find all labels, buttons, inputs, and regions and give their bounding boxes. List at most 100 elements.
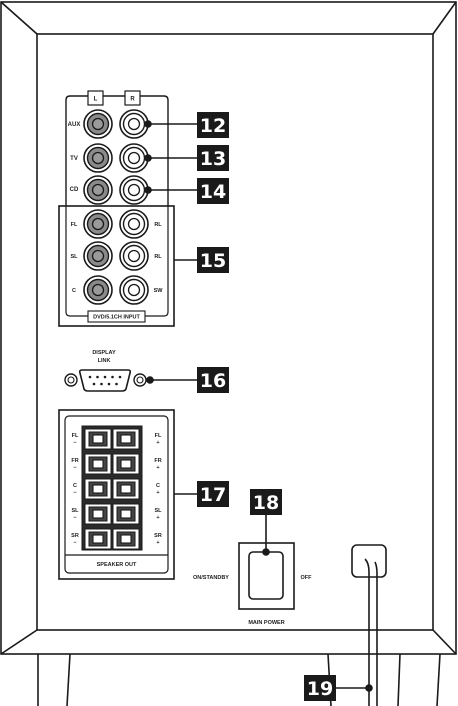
display-link-shell — [78, 369, 132, 392]
main-power-switch: ON/STANDBY OFF MAIN POWER — [193, 542, 313, 626]
spk-right-label-c: C — [156, 483, 160, 489]
cabinet-legs — [37, 653, 441, 706]
spk-right-plus-fl: + — [156, 440, 159, 446]
callout-13: 13 — [197, 145, 229, 171]
spk-terminal-fl-minus — [84, 428, 112, 450]
row-label-sw: SW — [154, 288, 164, 294]
display-link-label-line2: LINK — [98, 358, 111, 364]
speaker-panel-inner — [64, 415, 169, 574]
spk-terminal-fl-plus — [112, 428, 140, 450]
callout-14: 14 — [197, 178, 229, 204]
display-link-right-screw — [133, 373, 147, 387]
leg-mid-right — [397, 653, 401, 706]
cabinet-outer-frame — [0, 1, 457, 655]
cabinet-inner-panel — [36, 33, 434, 631]
main-power-caption: MAIN POWER — [248, 620, 284, 626]
row-label-cd: CD — [70, 187, 79, 193]
cd-right-jack — [119, 175, 149, 205]
channel-label-r: R — [130, 97, 135, 103]
spk-left-label-sr: SR — [71, 533, 79, 539]
callout-15: 15 — [197, 247, 229, 273]
channel-label-box-r — [124, 90, 141, 106]
display-link-left-screw — [64, 373, 78, 387]
display-link-connector: DISPLAY LINK — [64, 350, 147, 392]
row-label-rl-2: RL — [154, 254, 162, 260]
spk-left-minus-c: − — [73, 490, 76, 496]
callout-label-18: 18 — [253, 492, 279, 514]
bevel-bottom-right — [432, 629, 457, 655]
surround-panel-inner-outline — [65, 206, 169, 317]
tv-right-jack — [119, 143, 149, 173]
rl-jack-1 — [119, 209, 149, 239]
spk-terminal-sr-plus — [112, 528, 140, 550]
aux-left-jack — [83, 109, 113, 139]
spk-right-label-sl: SL — [154, 508, 162, 514]
rl-jack-2 — [119, 241, 149, 271]
row-label-tv: TV — [70, 156, 78, 162]
callout-label-16: 16 — [200, 370, 226, 392]
spk-left-label-sl: SL — [71, 508, 79, 514]
callout-18: 18 — [250, 489, 282, 515]
spk-right-label-sr: SR — [154, 533, 162, 539]
display-link-pins — [88, 375, 122, 386]
spk-left-label-fl: FL — [72, 433, 79, 439]
fl-jack — [83, 209, 113, 239]
row-label-fl: FL — [71, 222, 78, 228]
power-switch-rocker — [248, 551, 284, 600]
bevel-top-right — [432, 1, 457, 35]
sl-jack — [83, 241, 113, 271]
spk-terminal-sr-minus — [84, 528, 112, 550]
power-cord-cable-edge — [374, 561, 378, 706]
stereo-panel-outline — [65, 95, 169, 206]
spk-left-minus-fl: − — [73, 440, 76, 446]
callout-label-19: 19 — [307, 678, 333, 700]
callout-label-15: 15 — [200, 250, 226, 272]
row-label-sl: SL — [70, 254, 78, 260]
spk-right-plus-fr: + — [156, 465, 159, 471]
power-cord-cable — [364, 558, 370, 706]
speaker-out-caption: SPEAKER OUT — [97, 562, 137, 568]
spk-right-label-fr: FR — [154, 458, 161, 464]
spk-left-label-fr: FR — [71, 458, 78, 464]
row-label-c: C — [72, 288, 76, 294]
sw-jack — [119, 275, 149, 305]
spk-right-plus-c: + — [156, 490, 159, 496]
spk-right-label-fl: FL — [155, 433, 162, 439]
power-cord — [351, 544, 387, 706]
aux-right-jack — [119, 109, 149, 139]
callout-label-17: 17 — [200, 484, 226, 506]
spk-terminal-fr-plus — [112, 453, 140, 475]
spk-left-minus-sl: − — [73, 515, 76, 521]
spk-left-label-c: C — [73, 483, 77, 489]
callout-17: 17 — [197, 481, 229, 507]
channel-label-box-l — [87, 90, 104, 106]
off-label: OFF — [301, 575, 313, 581]
leg-right-outer — [436, 653, 441, 706]
callout-19: 19 — [304, 675, 336, 701]
row-label-aux: AUX — [68, 122, 81, 128]
callout-label-12: 12 — [200, 115, 226, 137]
callout-label-14: 14 — [200, 181, 226, 203]
spk-terminal-sl-minus — [84, 503, 112, 525]
bevel-top-left — [0, 1, 38, 35]
spk-terminal-c-plus — [112, 478, 140, 500]
callout-16: 16 — [197, 367, 229, 393]
spk-right-plus-sr: + — [156, 540, 159, 546]
c-jack — [83, 275, 113, 305]
cd-left-jack — [83, 175, 113, 205]
stereo-input-panel: L R AUX TV CD — [65, 90, 169, 206]
surround-input-panel: FL RL SL RL C SW — [58, 205, 175, 327]
cabinet — [0, 1, 457, 655]
row-label-rl-1: RL — [154, 222, 162, 228]
channel-label-l: L — [94, 97, 98, 103]
tv-left-jack — [83, 143, 113, 173]
spk-terminal-c-minus — [84, 478, 112, 500]
leg-left-inner — [66, 653, 71, 706]
surround-caption-box — [87, 310, 146, 323]
surround-caption: DVD/5.1CH INPUT — [93, 315, 140, 321]
callout-label-13: 13 — [200, 148, 226, 170]
surround-panel-outline — [58, 205, 175, 327]
bevel-bottom-left — [0, 629, 38, 655]
spk-terminal-sl-plus — [112, 503, 140, 525]
